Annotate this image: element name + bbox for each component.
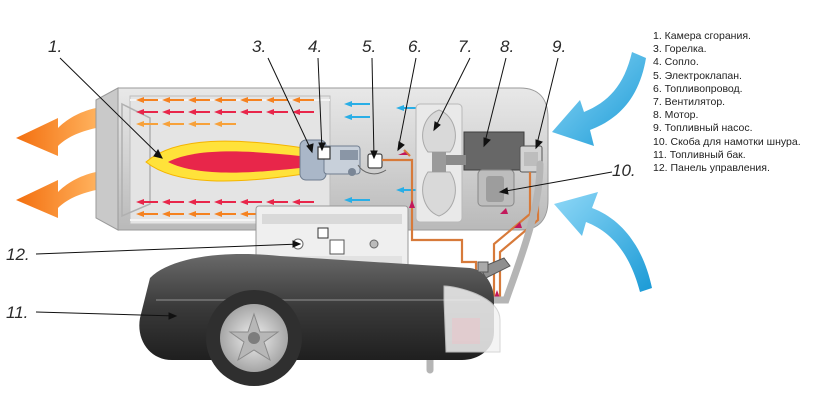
callout-8: 8. — [500, 37, 514, 56]
callout-6: 6. — [408, 37, 422, 56]
legend-item: 5. Электроклапан. — [653, 69, 742, 82]
legend-item: 1. Камера сгорания. — [653, 30, 751, 42]
hot-air-arrow-top — [16, 108, 96, 156]
callout-12: 12. — [6, 245, 30, 264]
hot-air-arrow-bottom — [16, 172, 96, 218]
flame-flow-upper — [136, 109, 314, 115]
flame-flow-lower — [136, 199, 314, 205]
leader-lines — [35, 57, 613, 320]
cold-air-flow-upper — [344, 101, 422, 120]
hot-air-flow-upper — [136, 97, 314, 103]
callout-9: 9. — [552, 37, 566, 56]
wheel — [206, 290, 302, 386]
callout-4: 4. — [308, 37, 322, 56]
legend-item: 10. Скоба для намотки шнура. — [653, 135, 801, 148]
callout-11: 11. — [6, 303, 28, 322]
callout-7: 7. — [458, 37, 472, 56]
callout-3: 3. — [252, 37, 266, 56]
motor — [446, 131, 525, 207]
cold-air-arrow-top — [552, 52, 646, 146]
hot-air-flow-upper-2 — [136, 121, 236, 127]
nozzle — [317, 146, 331, 160]
legend-item: 8. Мотор. — [653, 109, 699, 122]
flame — [145, 140, 315, 182]
callout-5: 5. — [362, 37, 376, 56]
legend-item: 9. Топливный насос. — [653, 122, 753, 135]
fuel-tank — [139, 254, 511, 360]
hot-air-flow-lower — [136, 211, 262, 217]
legend-item: 7. Вентилятор. — [653, 96, 726, 109]
legend-item: 12. Панель управления. — [653, 162, 770, 175]
legend-item: 11. Топливный бак. — [653, 148, 746, 161]
legend-item: 3. Горелка. — [653, 43, 707, 56]
legend-item: 6. Топливопровод. — [653, 82, 743, 95]
legend: 1. Камера сгорания. 3. Горелка. 4. Сопло… — [653, 30, 835, 175]
legend-item: 4. Сопло. — [653, 56, 699, 69]
cold-air-arrow-bottom — [554, 192, 652, 292]
fan — [415, 103, 463, 223]
callout-10: 10. — [612, 161, 636, 180]
callout-1: 1. — [48, 37, 62, 56]
